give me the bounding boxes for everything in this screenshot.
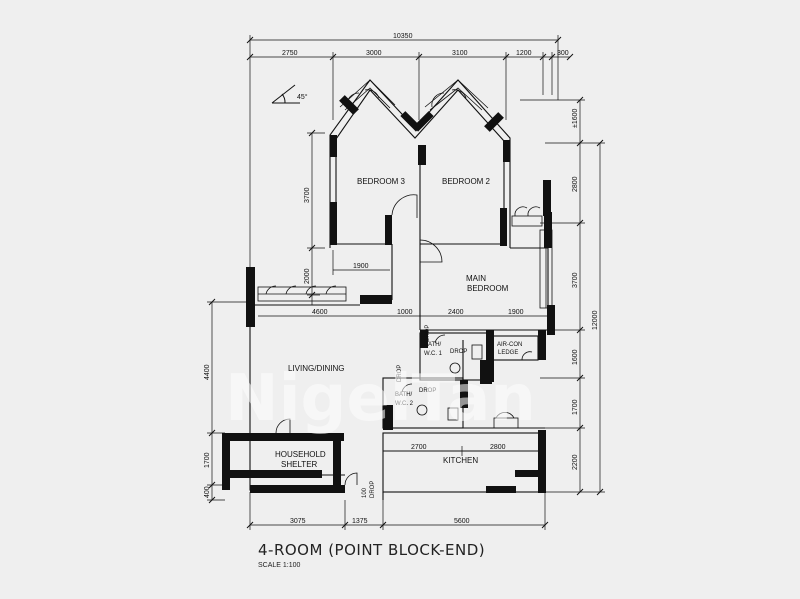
dim-left-2: 400 (204, 486, 211, 498)
dim-right-0: ±1600 (572, 108, 579, 128)
plan-title: 4-ROOM (POINT BLOCK-END) (258, 541, 485, 559)
room-label-shelter-1: HOUSEHOLD (275, 450, 326, 459)
dim-bottom-2: 5600 (454, 518, 470, 525)
dim-left-inner-0: 3700 (304, 187, 311, 203)
room-label-aircon-1: AIR-CON (497, 342, 522, 348)
room-label-living: LIVING/DINING (288, 364, 344, 373)
watermark: NigelTan (225, 362, 536, 436)
dim-mid-3: 1900 (508, 309, 524, 316)
dim-bottom-1: 1375 (352, 518, 368, 525)
room-label-bath1-1: BATH/ (424, 342, 442, 348)
dim-mid-2: 2400 (448, 309, 464, 316)
drop-label-bath1: DROP (450, 349, 467, 355)
room-label-aircon-2: LEDGE (498, 350, 518, 356)
room-label-shelter-2: SHELTER (281, 460, 318, 469)
dimension-ticks (208, 36, 604, 529)
dim-1900-upper: 1900 (353, 263, 369, 270)
dim-right-5: 2200 (572, 454, 579, 470)
dim-left-inner-1: 2000 (304, 268, 311, 284)
dim-right-total: 12000 (592, 310, 599, 330)
room-label-bedroom2: BEDROOM 2 (442, 177, 491, 186)
dim-bottom-0: 3075 (290, 518, 306, 525)
plan-scale: SCALE 1:100 (258, 562, 301, 569)
dim-mid-0: 4600 (312, 309, 328, 316)
drop-label-vertical-2: DROP (397, 365, 403, 382)
door-swings (275, 194, 533, 486)
dim-kitchen-1: 2800 (490, 444, 506, 451)
dim-top-2: 3100 (452, 50, 468, 57)
room-label-kitchen: KITCHEN (443, 456, 478, 465)
drop-label-vertical-1: DROP (425, 325, 431, 342)
room-label-bedroom3: BEDROOM 3 (357, 177, 406, 186)
dim-right-3: 1600 (572, 349, 579, 365)
dim-top-0: 2750 (282, 50, 298, 57)
dim-top-4: 300 (557, 50, 569, 57)
drop-100-label: 100 (362, 487, 368, 498)
north-angle: 45° (297, 93, 308, 101)
dim-right-2: 3700 (572, 272, 579, 288)
room-label-bath2-2: W.C. 2 (395, 401, 414, 407)
north-arrow-icon (271, 84, 300, 104)
dim-kitchen-0: 2700 (411, 444, 427, 451)
structural-walls (222, 95, 555, 493)
room-label-bath1-2: W.C. 1 (424, 351, 443, 357)
dim-mid-1: 1000 (397, 309, 413, 316)
drop-label-bath2: DROP (419, 388, 436, 394)
room-label-bath2-1: BATH/ (395, 392, 413, 398)
room-label-main-2: BEDROOM (467, 284, 509, 293)
dim-top-total: 10350 (393, 33, 413, 40)
dim-top-1: 3000 (366, 50, 382, 57)
dim-top-3: 1200 (516, 50, 532, 57)
drop-label-entrance: DROP (370, 481, 376, 498)
dim-right-1: 2800 (572, 176, 579, 192)
dim-right-4: 1700 (572, 399, 579, 415)
room-label-main-1: MAIN (466, 274, 486, 283)
dim-left-0: 4400 (204, 364, 211, 380)
dim-left-1: 1700 (204, 452, 211, 468)
